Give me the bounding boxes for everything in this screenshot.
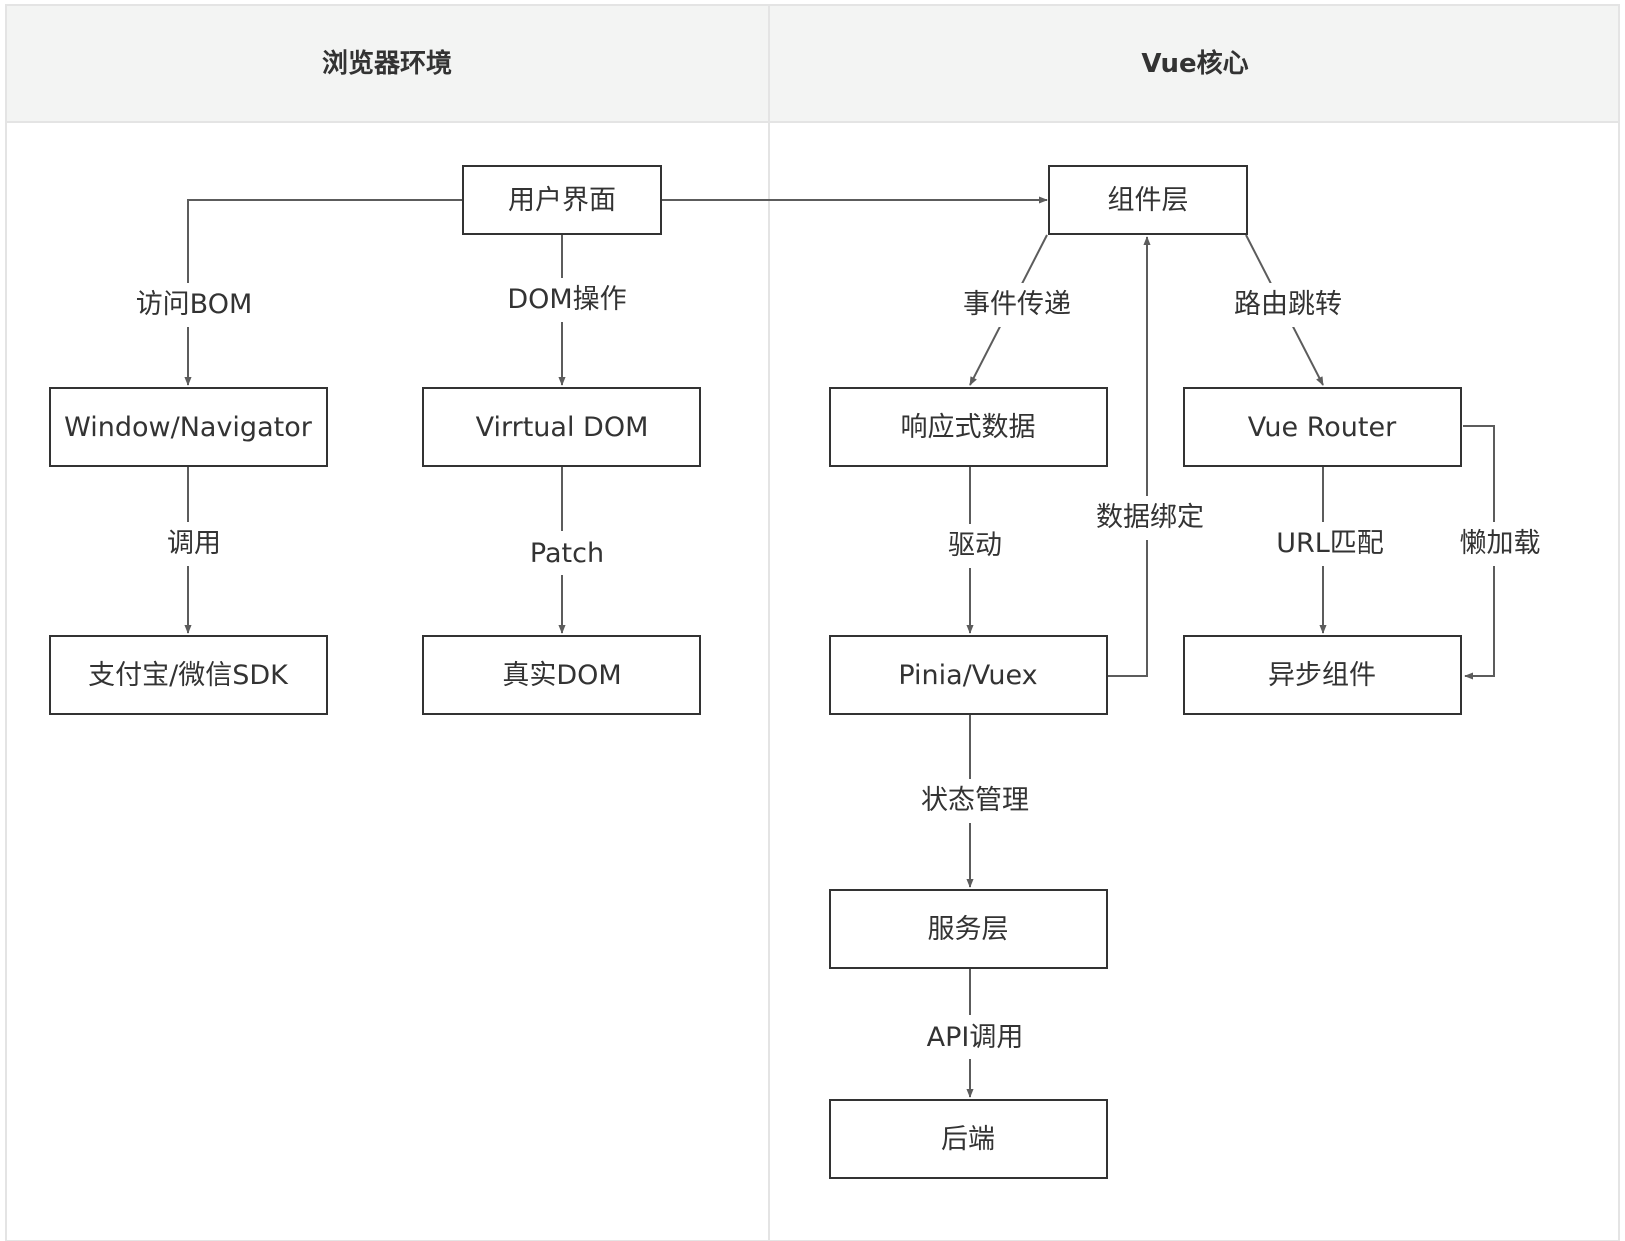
node-label-service-layer: 服务层: [928, 914, 1009, 945]
node-label-real-dom: 真实DOM: [502, 660, 621, 691]
node-backend[interactable]: 后端: [829, 1099, 1108, 1179]
node-virtual-dom[interactable]: Virrtual DOM: [422, 387, 701, 467]
edge-label-dom-operation: DOM操作: [507, 284, 626, 315]
lane-title-browser-environment: 浏览器环境: [322, 48, 452, 79]
node-user-ui[interactable]: 用户界面: [462, 165, 662, 235]
edge-data-binding: [1108, 236, 1151, 677]
node-vue-router[interactable]: Vue Router: [1183, 387, 1462, 467]
edge-label-data-binding: 数据绑定: [1096, 502, 1204, 533]
edge-label-patch: Patch: [530, 538, 604, 569]
node-real-dom[interactable]: 真实DOM: [422, 635, 701, 715]
node-label-reactive-data: 响应式数据: [901, 412, 1036, 443]
node-label-user-ui: 用户界面: [508, 185, 616, 216]
node-pinia-vuex[interactable]: Pinia/Vuex: [829, 635, 1108, 715]
node-component-layer[interactable]: 组件层: [1048, 165, 1248, 235]
node-label-component-layer: 组件层: [1108, 185, 1189, 216]
edge-label-access-bom: 访问BOM: [136, 289, 253, 320]
node-label-backend: 后端: [941, 1124, 995, 1155]
edge-label-drive: 驱动: [948, 530, 1002, 561]
nodes: 用户界面 组件层 Window/Navigator Virrtual DOM 响…: [49, 165, 1462, 1179]
node-reactive-data[interactable]: 响应式数据: [829, 387, 1108, 467]
edge-label-lazy-load: 懒加载: [1460, 528, 1541, 559]
node-window-navigator[interactable]: Window/Navigator: [49, 387, 328, 467]
edge-label-state-management: 状态管理: [921, 785, 1029, 816]
node-label-pinia-vuex: Pinia/Vuex: [898, 660, 1037, 691]
edge-label-invoke: 调用: [167, 528, 221, 559]
node-payment-sdk[interactable]: 支付宝/微信SDK: [49, 635, 328, 715]
node-label-payment-sdk: 支付宝/微信SDK: [88, 660, 289, 691]
node-service-layer[interactable]: 服务层: [829, 889, 1108, 969]
node-label-async-component: 异步组件: [1268, 660, 1376, 691]
lane-title-vue-core: Vue核心: [1141, 48, 1248, 79]
edge-label-api-call: API调用: [927, 1022, 1024, 1053]
node-label-window-navigator: Window/Navigator: [64, 412, 313, 443]
edge-labels: 访问BOM DOM操作 调用 Patch 事件传递 路由跳转 驱动 数据绑定 U…: [128, 278, 1546, 1059]
edge-label-event-passing: 事件传递: [963, 289, 1071, 320]
edge-label-url-match: URL匹配: [1276, 528, 1384, 559]
node-label-vue-router: Vue Router: [1248, 412, 1397, 443]
node-label-virtual-dom: Virrtual DOM: [476, 412, 649, 443]
edge-label-route-jump: 路由跳转: [1234, 289, 1342, 320]
node-async-component[interactable]: 异步组件: [1183, 635, 1462, 715]
